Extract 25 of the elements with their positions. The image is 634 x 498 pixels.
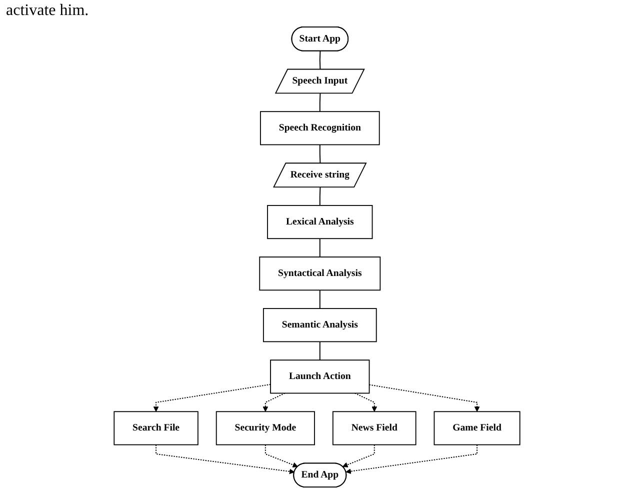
arrow: [354, 392, 378, 412]
node-box: Search File: [114, 411, 198, 446]
node-box: Launch Action: [270, 360, 370, 394]
node-box: Game Field: [434, 411, 520, 446]
node-box: Lexical Analysis: [267, 205, 373, 240]
arrow: [346, 444, 478, 474]
arrow: [342, 444, 375, 468]
arrow: [153, 384, 272, 412]
node-box: News Field: [332, 411, 416, 446]
arrow: [262, 392, 286, 412]
node-box: Security Mode: [216, 411, 315, 446]
connector: [319, 93, 321, 112]
connector: [319, 186, 321, 206]
arrow: [156, 444, 295, 474]
connector: [319, 144, 321, 164]
note-text: activate him.: [6, 2, 90, 20]
arrow: [368, 384, 480, 412]
connector: [319, 238, 320, 258]
node-box: Speech Recognition: [260, 111, 380, 146]
node-box: Syntactical Analysis: [259, 256, 381, 291]
node-box: Semantic Analysis: [263, 308, 377, 342]
arrow: [264, 444, 298, 468]
connector: [319, 290, 320, 310]
connector: [319, 50, 321, 70]
connector: [319, 341, 320, 361]
